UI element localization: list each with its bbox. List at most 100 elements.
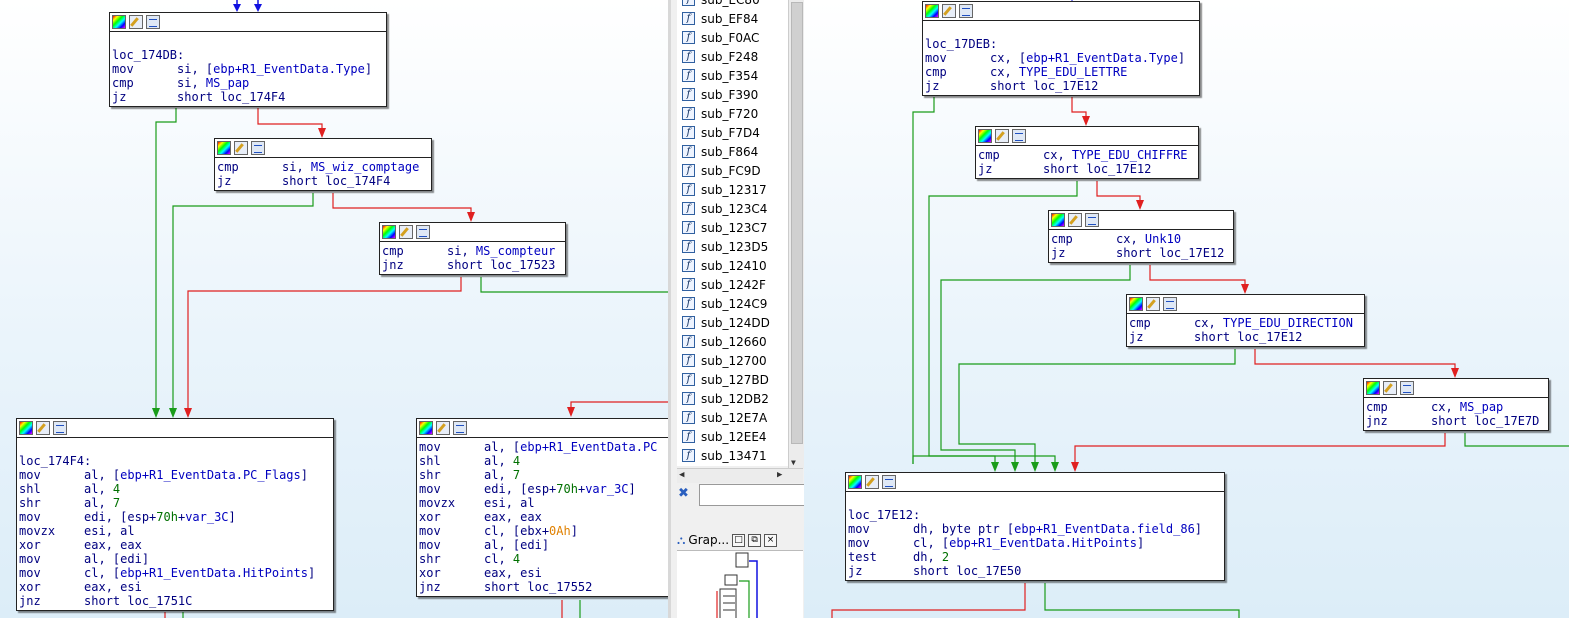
rename-pencil-icon[interactable]	[1383, 381, 1397, 395]
rename-pencil-icon[interactable]	[234, 141, 248, 155]
color-palette-icon[interactable]	[848, 475, 862, 489]
group-nodes-icon[interactable]	[251, 141, 265, 155]
operand-symbol[interactable]: MS_pap	[205, 76, 250, 90]
operand-symbol[interactable]: ebp+R1_EventData.PC_Flags	[120, 468, 301, 482]
operand-symbol[interactable]: TYPE_EDU_CHIFFRE	[1071, 148, 1188, 162]
operand-symbol[interactable]: Unk10	[1144, 232, 1182, 246]
operand-symbol[interactable]: var_3C	[585, 482, 629, 496]
operand-symbol[interactable]: TYPE_EDU_DIRECTION	[1222, 316, 1353, 330]
group-nodes-icon[interactable]	[416, 225, 430, 239]
operand-symbol[interactable]: ebp+R1_EventData.Type	[213, 62, 365, 76]
operand-symbol[interactable]: ebp+R1_EventData.HitPoints	[120, 566, 308, 580]
color-palette-icon[interactable]	[1366, 381, 1380, 395]
asm-line[interactable]: loc_174DB:	[112, 48, 384, 62]
clear-filter-icon[interactable]: ✖	[678, 486, 689, 501]
scrollbar-thumb[interactable]	[791, 2, 803, 444]
operand-symbol[interactable]: var_3C	[185, 510, 229, 524]
color-palette-icon[interactable]	[19, 421, 33, 435]
functions-horizontal-scrollbar[interactable]: ◀ ▶	[677, 468, 803, 483]
functions-vertical-scrollbar[interactable]: ▼	[788, 0, 804, 468]
color-palette-icon[interactable]	[382, 225, 396, 239]
scroll-down-arrow-icon[interactable]: ▼	[791, 458, 796, 467]
operand-symbol[interactable]: MS_pap	[1459, 400, 1504, 414]
color-palette-icon[interactable]	[1129, 297, 1143, 311]
color-palette-icon[interactable]	[419, 421, 433, 435]
scroll-right-arrow-icon[interactable]: ▶	[777, 470, 783, 480]
function-filter-input[interactable]	[699, 484, 804, 506]
color-palette-icon[interactable]	[217, 141, 231, 155]
rename-pencil-icon[interactable]	[865, 475, 879, 489]
asm-line[interactable]: loc_17DEB:	[925, 37, 1197, 51]
asm-line[interactable]: loc_174F4:	[19, 454, 331, 468]
color-palette-icon[interactable]	[978, 129, 992, 143]
rename-pencil-icon[interactable]	[129, 15, 143, 29]
close-icon[interactable]: ×	[764, 533, 778, 547]
scroll-left-arrow-icon[interactable]: ◀	[679, 470, 685, 480]
operand-symbol[interactable]: ebp+R1_EventData.PC	[520, 440, 658, 454]
group-nodes-icon[interactable]	[453, 421, 467, 435]
code-label[interactable]: loc_174F4:	[19, 454, 92, 468]
group-nodes-icon[interactable]	[146, 15, 160, 29]
rename-pencil-icon[interactable]	[995, 129, 1009, 143]
graph-overview-canvas[interactable]	[677, 550, 803, 618]
group-nodes-icon[interactable]	[53, 421, 67, 435]
operand-symbol[interactable]: MS_compteur	[475, 244, 556, 258]
rename-pencil-icon[interactable]	[399, 225, 413, 239]
group-nodes-icon[interactable]	[1163, 297, 1177, 311]
functions-list[interactable]: fsub_EC80fsub_EF84fsub_F0ACfsub_F248fsub…	[677, 0, 791, 466]
maximize-icon[interactable]: □	[732, 533, 746, 547]
rename-pencil-icon[interactable]	[436, 421, 450, 435]
